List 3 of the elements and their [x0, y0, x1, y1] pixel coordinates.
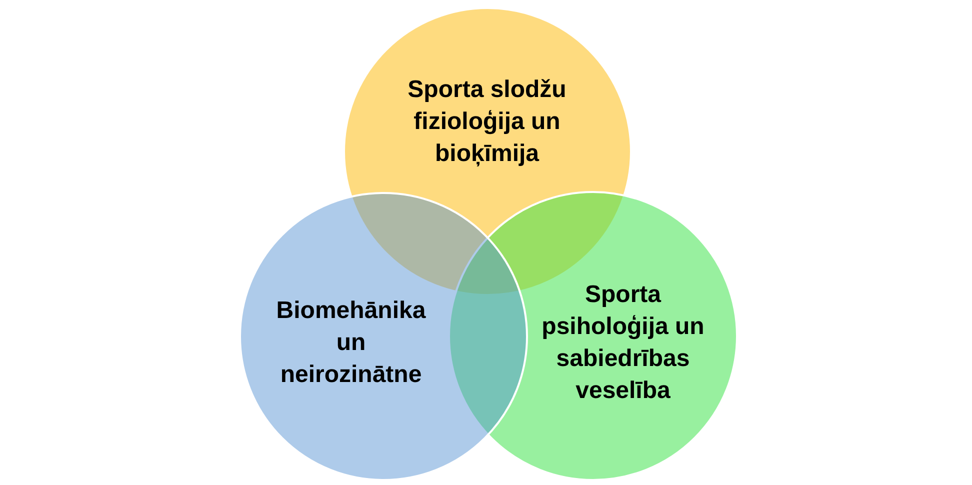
circle-label: Sporta psiholoģija un sabiedrības veselība [540, 280, 706, 406]
circle-label: Sporta slodžu fizioloģija un bioķīmija [406, 75, 568, 169]
circle-label: Biomehānika un neirozinātne [275, 296, 427, 390]
